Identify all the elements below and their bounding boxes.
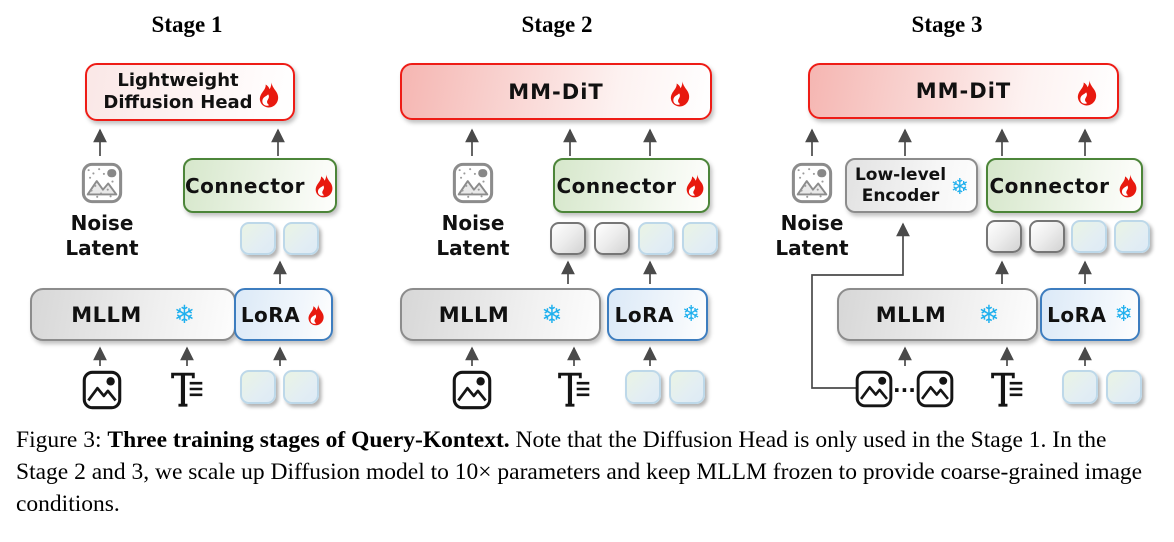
stage1-connector-box: Connector	[183, 158, 337, 213]
figure-caption: Figure 3: Three training stages of Query…	[16, 424, 1164, 521]
stage1-lora-box: LoRA	[234, 288, 333, 341]
query-token	[638, 222, 674, 255]
mllm-token	[550, 222, 586, 255]
image-input-icon	[452, 370, 492, 410]
fire-icon	[1076, 79, 1099, 107]
noise-latent-icon	[452, 162, 494, 204]
lora-label: LoRA	[614, 302, 674, 327]
caption-prefix: Figure 3:	[16, 427, 108, 453]
snowflake-icon: ❄	[681, 301, 701, 327]
fire-icon	[314, 173, 335, 199]
fire-icon	[669, 80, 692, 108]
stage2-connector-box: Connector	[553, 158, 710, 213]
caption-bold-title: Three training stages of Query-Kontext.	[107, 427, 510, 453]
query-token	[283, 370, 319, 404]
connector-label: Connector	[556, 173, 677, 198]
snowflake-icon: ❄	[541, 300, 563, 329]
stage2-mmdit-box: MM-DiT	[400, 63, 712, 120]
snowflake-icon: ❄	[1114, 301, 1133, 327]
query-token	[682, 222, 718, 255]
fire-icon	[1118, 173, 1139, 199]
mllm-token	[594, 222, 630, 255]
diffusion-head-label-line1: Lightweight	[117, 70, 239, 92]
snowflake-icon: ❄	[173, 300, 195, 329]
stage2-title: Stage 2	[521, 12, 593, 37]
mllm-label: MLLM	[875, 302, 947, 327]
stage3-low-level-encoder-box: Low-level Encoder ❄	[845, 158, 978, 213]
stage1-mllm-box: MLLM ❄	[30, 288, 236, 341]
noise-label-line2: Latent	[775, 236, 849, 260]
images-ellipsis: ···	[893, 378, 916, 402]
query-token	[1062, 370, 1098, 404]
query-token	[625, 370, 661, 404]
stage3-mllm-box: MLLM ❄	[837, 288, 1038, 341]
diffusion-head-label-line2: Diffusion Head	[103, 92, 253, 113]
encoder-label-line2: Encoder	[861, 185, 940, 206]
noise-label-line1: Noise	[780, 211, 844, 235]
connector-label: Connector	[989, 173, 1110, 198]
noise-latent-icon	[791, 162, 833, 204]
text-input-icon	[169, 368, 205, 410]
text-input-icon	[989, 368, 1025, 410]
query-token	[240, 222, 276, 255]
text-input-icon	[556, 368, 592, 410]
mmdit-label: MM-DiT	[508, 79, 604, 104]
fire-icon	[685, 173, 706, 199]
stage3-title: Stage 3	[911, 12, 983, 37]
fire-icon	[307, 303, 326, 327]
mllm-label: MLLM	[71, 302, 142, 327]
encoder-label-line1: Low-level	[854, 165, 947, 186]
mllm-label: MLLM	[438, 302, 510, 327]
query-token	[1114, 220, 1150, 253]
query-token	[240, 370, 276, 404]
image-input-icon	[82, 370, 122, 410]
noise-label-line2: Latent	[436, 236, 510, 260]
noise-latent-label: Noise Latent	[428, 211, 518, 261]
noise-label-line2: Latent	[65, 236, 139, 260]
mllm-token	[986, 220, 1022, 253]
connector-label: Connector	[185, 173, 305, 198]
stage1-diffusion-head-box: Lightweight Diffusion Head	[85, 63, 295, 121]
noise-latent-label: Noise Latent	[767, 211, 857, 261]
mmdit-label: MM-DiT	[915, 79, 1012, 103]
image-input-icon	[855, 370, 893, 408]
noise-label-line1: Noise	[70, 211, 134, 235]
snowflake-icon: ❄	[950, 175, 969, 200]
stage3-lora-box: LoRA ❄	[1040, 288, 1140, 341]
query-token	[1106, 370, 1142, 404]
lora-label: LoRA	[1047, 302, 1107, 327]
query-token	[1071, 220, 1107, 253]
query-token	[283, 222, 319, 255]
stage3-connector-box: Connector	[986, 158, 1143, 213]
stage2-lora-box: LoRA ❄	[607, 288, 708, 341]
noise-label-line1: Noise	[441, 211, 505, 235]
snowflake-icon: ❄	[978, 300, 1000, 329]
stage1-title: Stage 1	[151, 12, 223, 37]
stage3-mmdit-box: MM-DiT	[808, 63, 1119, 119]
lora-label: LoRA	[240, 302, 301, 327]
noise-latent-icon	[81, 162, 123, 204]
query-token	[669, 370, 705, 404]
image-input-icon	[916, 370, 954, 408]
noise-latent-label: Noise Latent	[57, 211, 147, 261]
mllm-token	[1029, 220, 1065, 253]
stage2-mllm-box: MLLM ❄	[400, 288, 601, 341]
fire-icon	[258, 81, 281, 109]
caption-body: Note that the Diffusion Head is only use…	[16, 427, 1143, 518]
